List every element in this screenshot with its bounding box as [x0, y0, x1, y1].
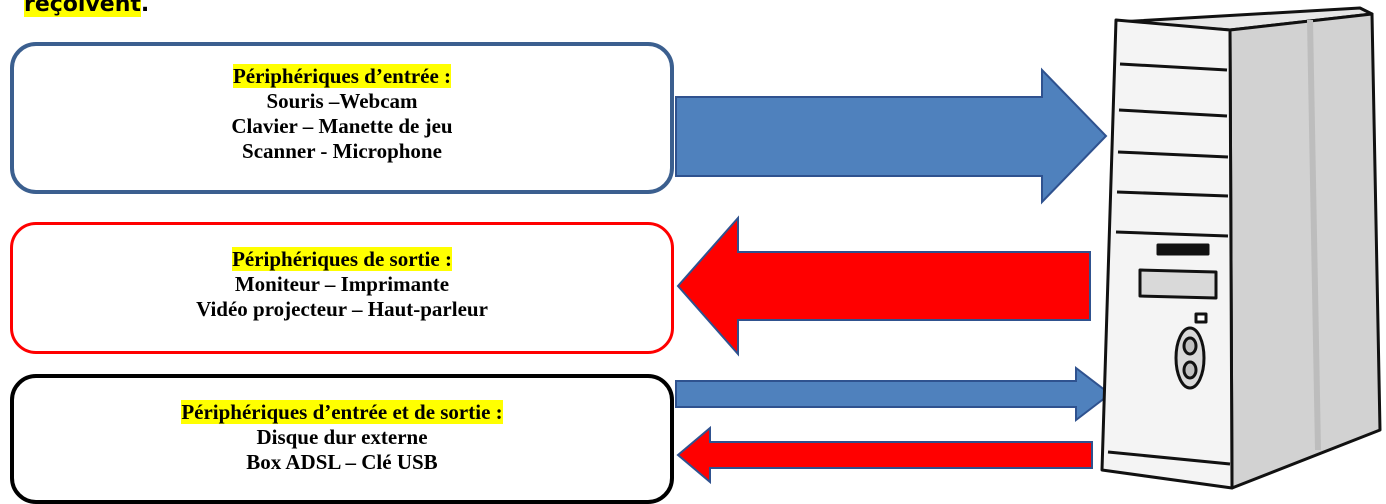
computer-tower-icon [1100, 6, 1382, 490]
input-devices-box: Périphériques d’entrée : Souris –Webcam … [10, 42, 674, 194]
input-devices-line: Souris –Webcam [266, 89, 418, 113]
input-output-devices-line: Box ADSL – Clé USB [246, 450, 438, 474]
output-devices-title: Périphériques de sortie : [232, 247, 452, 271]
output-devices-box: Périphériques de sortie : Moniteur – Imp… [10, 222, 674, 354]
text-fragment: reçoivent. [24, 0, 149, 17]
io-input-arrow [675, 365, 1112, 423]
input-output-devices-box: Périphériques d’entrée et de sortie : Di… [10, 374, 674, 504]
io-output-arrow [676, 425, 1093, 485]
input-devices-line: Scanner - Microphone [242, 139, 442, 163]
input-devices-line: Clavier – Manette de jeu [231, 114, 453, 138]
input-output-devices-line: Disque dur externe [256, 425, 428, 449]
input-arrow [675, 67, 1108, 205]
highlighted-word: reçoivent [24, 0, 141, 17]
input-devices-title: Périphériques d’entrée : [232, 64, 452, 88]
diagram-graphics [675, 6, 1382, 490]
punctuation: . [140, 0, 150, 17]
output-devices-line: Moniteur – Imprimante [234, 272, 450, 296]
output-arrow [676, 215, 1091, 357]
input-output-devices-title: Périphériques d’entrée et de sortie : [181, 400, 503, 424]
output-devices-line: Vidéo projecteur – Haut-parleur [196, 297, 488, 321]
